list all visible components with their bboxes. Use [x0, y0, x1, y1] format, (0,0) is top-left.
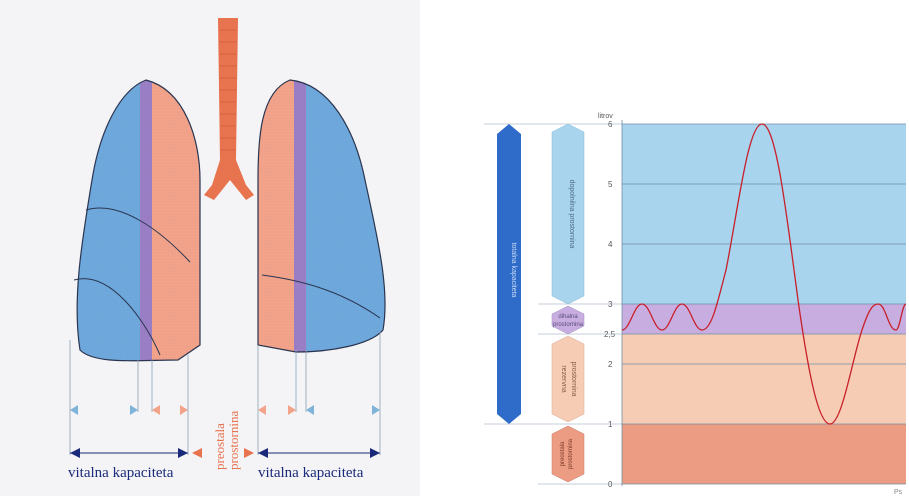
axis-unit-label: litrov [598, 113, 613, 120]
expiratory-label-line1: rezervna [560, 365, 567, 392]
tick-label: 3 [608, 300, 613, 309]
vital-capacity-label-left: vitalna kapaciteta [68, 465, 174, 481]
expiratory-reserve-bar [552, 336, 584, 422]
tick-label: 6 [608, 120, 613, 129]
y-axis-ticks: 6 5 4 3 2,5 2 1 0 [604, 120, 616, 489]
tick-label: 1 [608, 420, 613, 429]
tick-label: 2 [608, 360, 613, 369]
tick-label: 4 [608, 240, 613, 249]
total-capacity-label: totalna kapaciteta [510, 243, 517, 298]
residual-label-line2: prostornina [226, 411, 241, 470]
tick-label: 0 [608, 480, 613, 489]
residual-bar-label-line2: prostornina [568, 438, 574, 469]
vital-capacity-label-right: vitalna kapaciteta [258, 465, 364, 481]
residual-bar-label-line1: preostala [560, 441, 566, 466]
residual-label-line1: preostala [212, 423, 227, 470]
tick-label: 2,5 [604, 330, 616, 339]
band-expiratory-reserve [622, 334, 906, 424]
tidal-label-line2: prostornina [553, 322, 584, 328]
tidal-label-line1: dihalna [558, 314, 578, 320]
tick-label: 5 [608, 180, 613, 189]
inspiratory-reserve-label: dopolnilna prostornina [568, 180, 575, 249]
expiratory-label-line2: prostornina [570, 361, 577, 396]
tidal-volume-bar [552, 306, 584, 334]
inspiratory-reserve-bar [552, 124, 584, 304]
band-inspiratory-reserve [622, 124, 906, 304]
spirogram: litrov 6 5 4 3 2,5 2 1 0 totalna kapacit… [484, 113, 906, 496]
band-residual [622, 424, 906, 484]
corner-mark: Ps [894, 489, 903, 496]
